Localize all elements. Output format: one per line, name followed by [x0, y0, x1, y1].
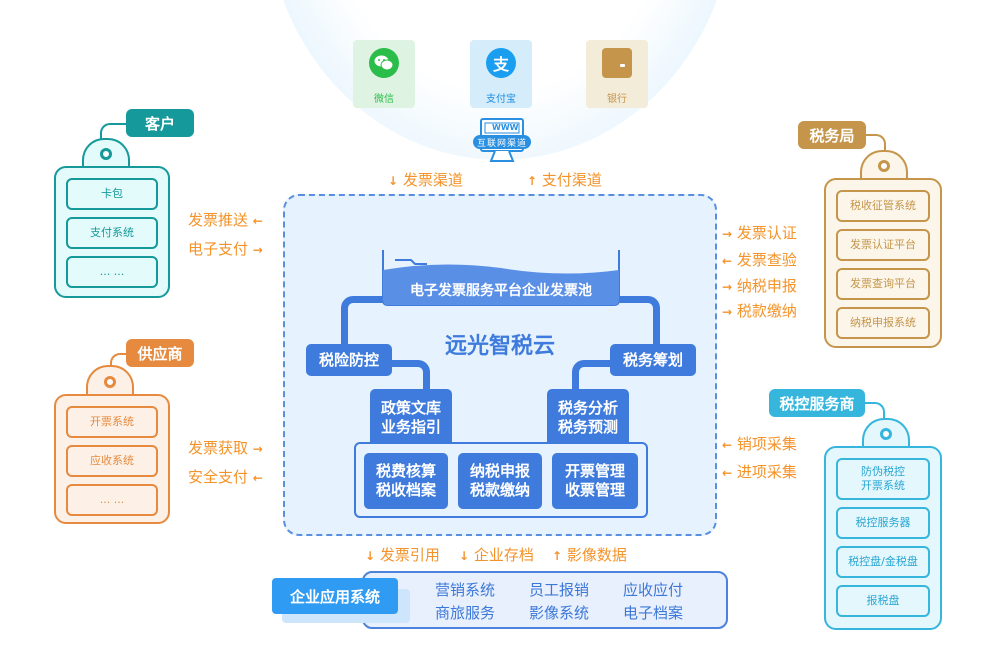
- arrow-left-icon: ←: [722, 254, 733, 268]
- arrow-up-icon: ↑: [527, 174, 538, 188]
- tax-bureau-tag-hole: [878, 160, 890, 172]
- enterprise-system-item: 员工报销: [529, 581, 590, 599]
- arrow-left-icon: ←: [252, 214, 263, 228]
- risk-control-box: 税险防控: [306, 344, 392, 376]
- supplier-tag-string: [110, 353, 130, 371]
- connector-pool-risk: [341, 296, 389, 356]
- supplier-item: 应收系统: [66, 445, 158, 477]
- tax-flow-invoice-check: ← 发票查验: [722, 251, 797, 269]
- arrow-left-icon: ←: [252, 471, 263, 485]
- enterprise-system-item: 应收应付: [623, 581, 684, 599]
- supplier-flow-invoice-get: 发票获取 →: [188, 439, 263, 457]
- internet-channel-label: 互联网渠道: [477, 139, 528, 149]
- bottom-flow-invoice-ref: ↓ 发票引用: [365, 546, 440, 564]
- tax-control-item: 税控盘/金税盘: [836, 546, 930, 578]
- alipay-label: 支付宝: [486, 94, 516, 105]
- tax-control-item: 报税盘: [836, 585, 930, 617]
- arrow-right-icon: →: [252, 442, 263, 456]
- customer-tag: 卡包 支付系统 ... ...: [54, 166, 170, 298]
- tax-control-tag-title: 税控服务商: [769, 389, 865, 417]
- supplier-item: 开票系统: [66, 406, 158, 438]
- arrow-right-icon: →: [722, 227, 733, 241]
- tax-bureau-tag: 税收征管系统 发票认证平台 发票查询平台 纳税申报系统: [824, 178, 942, 348]
- core-module: 纳税申报 税款缴纳: [458, 453, 542, 509]
- enterprise-systems-title: 企业应用系统: [272, 578, 398, 614]
- arrow-right-icon: →: [722, 280, 733, 294]
- alipay-card: 支 支付宝: [470, 40, 532, 108]
- bank-card: 银行: [586, 40, 648, 108]
- customer-item: ... ...: [66, 256, 158, 288]
- arrow-left-icon: ←: [722, 466, 733, 480]
- supplier-flow-secure-pay: 安全支付 ←: [188, 468, 263, 486]
- invoice-channel-flow: ↓ 发票渠道: [388, 171, 463, 189]
- www-text: WWW: [492, 123, 519, 132]
- policy-library-box: 政策文库 业务指引: [370, 389, 452, 447]
- enterprise-system-item: 电子档案: [623, 604, 684, 622]
- tax-control-tag-string: [865, 402, 885, 422]
- alipay-icon: 支: [486, 48, 516, 78]
- tax-control-tag-hole: [880, 428, 892, 440]
- wechat-card: 微信: [353, 40, 415, 108]
- tax-control-item: 税控服务器: [836, 507, 930, 539]
- bottom-flow-archive: ↓ 企业存档: [459, 546, 534, 564]
- tax-bureau-tag-string: [866, 134, 886, 154]
- wechat-icon: [369, 48, 399, 78]
- customer-item: 卡包: [66, 178, 158, 210]
- bank-card-icon: [602, 48, 632, 78]
- arrow-left-icon: ←: [722, 438, 733, 452]
- arrow-down-icon: ↓: [365, 549, 376, 563]
- wechat-label: 微信: [374, 94, 394, 105]
- tax-control-flow-output: ← 销项采集: [722, 435, 797, 453]
- customer-tag-hole: [100, 148, 112, 160]
- tax-flow-invoice-cert: → 发票认证: [722, 224, 797, 242]
- tax-flow-tax-declare: → 纳税申报: [722, 277, 797, 295]
- tax-control-item: 防伪税控 开票系统: [836, 458, 930, 500]
- tax-flow-tax-payment: → 税款缴纳: [722, 302, 797, 320]
- arrow-right-icon: →: [252, 243, 263, 257]
- bottom-flow-image-data: ↑ 影像数据: [552, 546, 627, 564]
- connector-pool-planning: [612, 296, 660, 356]
- tax-bureau-tag-handle: [860, 150, 908, 182]
- tax-analysis-box: 税务分析 税务预测: [547, 389, 629, 447]
- tax-bureau-tag-title: 税务局: [798, 121, 866, 149]
- enterprise-systems-box: [362, 571, 728, 629]
- supplier-tag-title: 供应商: [126, 339, 194, 367]
- core-module: 开票管理 收票管理: [552, 453, 638, 509]
- connector-planning-analysis: [572, 360, 622, 400]
- enterprise-system-item: 商旅服务: [435, 604, 496, 622]
- tax-bureau-item: 纳税申报系统: [836, 307, 930, 339]
- tax-bureau-item: 税收征管系统: [836, 190, 930, 222]
- customer-item: 支付系统: [66, 217, 158, 249]
- tax-control-tag: 防伪税控 开票系统 税控服务器 税控盘/金税盘 报税盘: [824, 446, 942, 630]
- customer-flow-invoice-push: 发票推送 ←: [188, 211, 263, 229]
- enterprise-system-item: 营销系统: [435, 581, 496, 599]
- customer-flow-e-payment: 电子支付 →: [188, 240, 263, 258]
- enterprise-systems-grid: 营销系统 员工报销 应收应付 商旅服务 影像系统 电子档案: [435, 579, 717, 623]
- tax-planning-box: 税务筹划: [610, 344, 696, 376]
- payment-channel-flow: ↑ 支付渠道: [527, 171, 602, 189]
- invoice-pool-shape: [382, 250, 620, 306]
- supplier-tag-hole: [104, 376, 116, 388]
- invoice-pool-label: 电子发票服务平台企业发票池: [410, 283, 592, 299]
- tax-control-flow-input: ← 进项采集: [722, 463, 797, 481]
- customer-tag-string: [100, 123, 130, 143]
- invoice-pool-container: 电子发票服务平台企业发票池: [381, 250, 621, 307]
- supplier-tag: 开票系统 应收系统 ... ...: [54, 394, 170, 524]
- core-title: 远光智税云: [444, 334, 555, 359]
- arrow-up-icon: ↑: [552, 549, 563, 563]
- tax-bureau-item: 发票查询平台: [836, 268, 930, 300]
- arrow-right-icon: →: [722, 305, 733, 319]
- customer-tag-title: 客户: [126, 109, 194, 137]
- core-module: 税费核算 税收档案: [364, 453, 448, 509]
- connector-risk-policy: [380, 360, 430, 400]
- bank-label: 银行: [607, 94, 627, 105]
- internet-channel-icon: WWW 互联网渠道: [473, 117, 531, 165]
- arrow-down-icon: ↓: [459, 549, 470, 563]
- tax-bureau-item: 发票认证平台: [836, 229, 930, 261]
- arrow-down-icon: ↓: [388, 174, 399, 188]
- supplier-item: ... ...: [66, 484, 158, 516]
- enterprise-system-item: 影像系统: [529, 604, 590, 622]
